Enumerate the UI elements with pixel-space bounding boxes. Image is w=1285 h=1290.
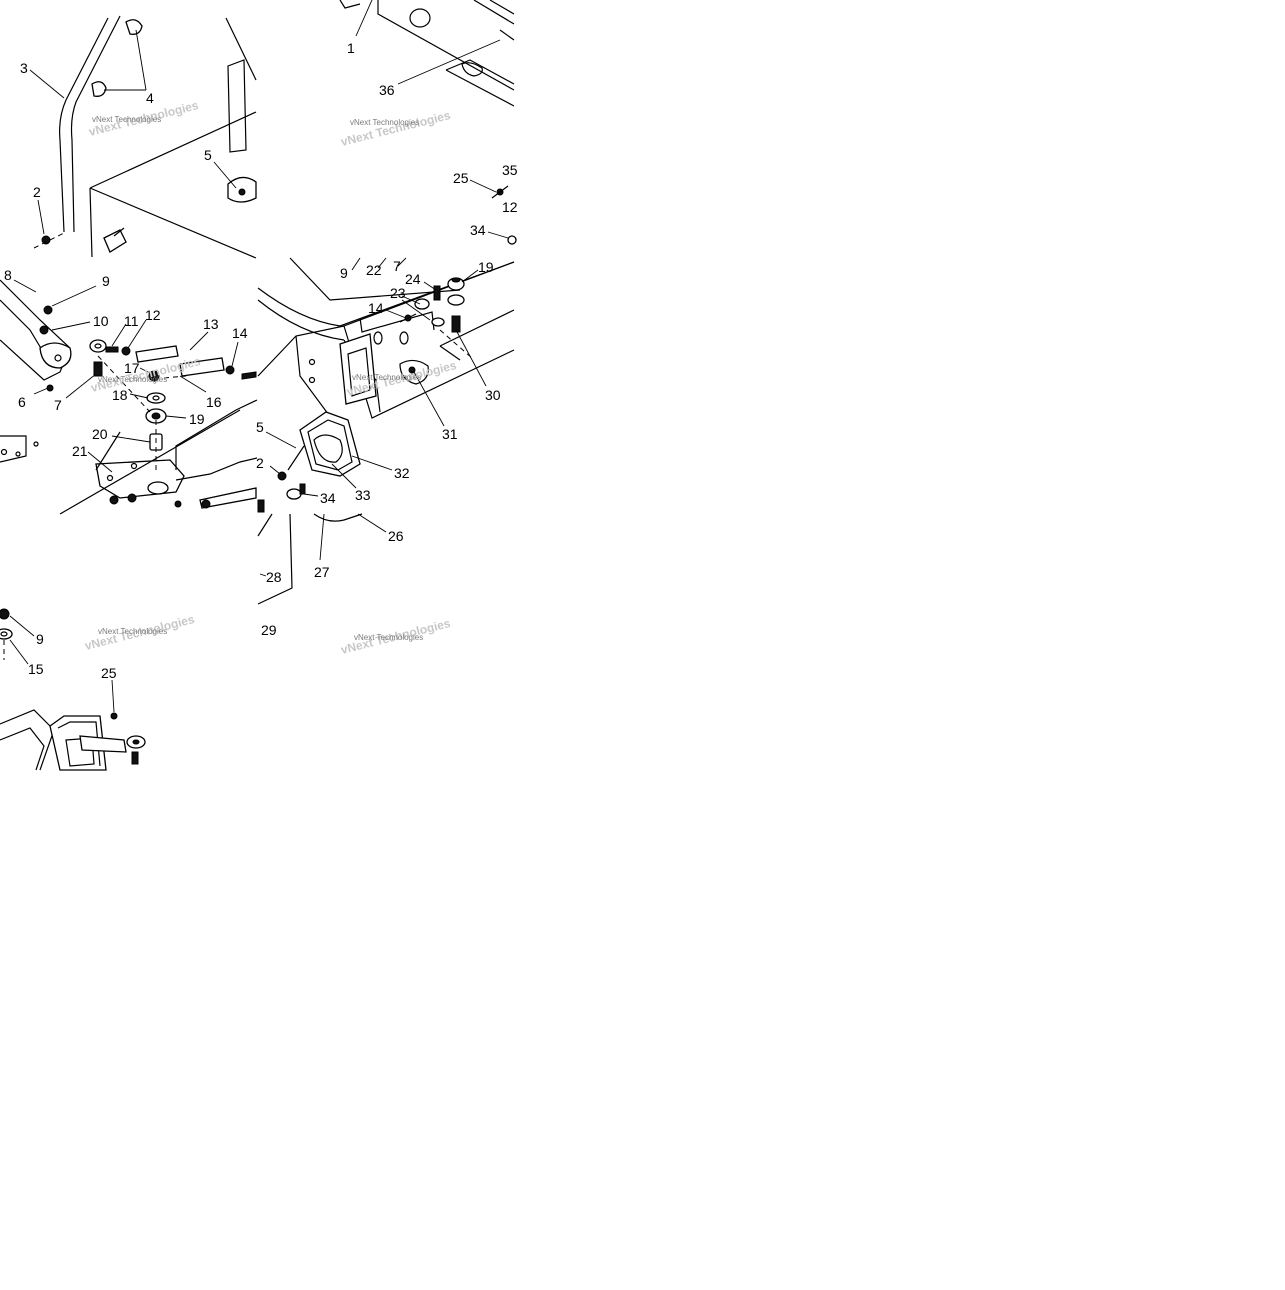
callout-2: 2: [33, 184, 41, 200]
callout-7: 7: [54, 397, 62, 413]
callout-23: 23: [390, 285, 406, 301]
svg-text:vNext Technologies: vNext Technologies: [98, 627, 167, 636]
watermark-bottom-middle: vNext Technologies vNext Technologies: [339, 616, 452, 657]
clamp-part: [125, 19, 143, 35]
svg-text:vNext Technologies: vNext Technologies: [92, 115, 161, 124]
watermark-bottom-left: vNext Technologies vNext Technologies: [83, 612, 196, 653]
callout-26: 26: [388, 528, 404, 544]
callout-27: 27: [314, 564, 330, 580]
callout-21: 21: [72, 443, 88, 459]
callout-20: 20: [92, 426, 108, 442]
panel-top-right: vNext Technologies vNext Technologies 1 …: [339, 0, 518, 245]
callout-30: 30: [485, 387, 501, 403]
svg-text:vNext Technologies: vNext Technologies: [98, 375, 167, 384]
callout-6: 6: [18, 394, 26, 410]
callout-22: 22: [366, 262, 382, 278]
bushing-part: [89, 339, 107, 353]
callout-33: 33: [355, 487, 371, 503]
callout-18: 18: [112, 387, 128, 403]
tube-part: [59, 17, 109, 233]
callout-14: 14: [368, 300, 384, 316]
housing-window: [339, 333, 377, 405]
callout-8: 8: [4, 267, 12, 283]
callout-4: 4: [146, 90, 154, 106]
svg-text:vNext Technologies: vNext Technologies: [352, 373, 421, 382]
callout-11: 11: [124, 313, 139, 329]
callout-25: 25: [101, 665, 117, 681]
watermark-top-right: vNext Technologies vNext Technologies: [339, 108, 452, 149]
callout-29: 29: [261, 622, 277, 638]
callout-7: 7: [393, 258, 401, 274]
callout-9: 9: [340, 265, 348, 281]
bracket-plate: [95, 459, 185, 499]
callout-9: 9: [102, 273, 110, 289]
callout-16: 16: [206, 394, 222, 410]
callout-14: 14: [232, 325, 248, 341]
nut-part: [41, 235, 51, 245]
callout-2: 2: [256, 455, 264, 471]
mount-hole: [409, 8, 431, 28]
rod-part: [135, 345, 179, 363]
panel-middle-left: vNext Technologies vNext Technologies 8 …: [0, 267, 265, 515]
callout-15: 15: [28, 661, 44, 677]
callout-25: 25: [453, 170, 469, 186]
callout-5: 5: [256, 419, 264, 435]
callout-34: 34: [320, 490, 336, 506]
callout-1: 1: [347, 40, 355, 56]
svg-text:vNext Technologies: vNext Technologies: [350, 118, 419, 127]
callout-12: 12: [145, 307, 161, 323]
callout-17: 17: [124, 360, 140, 376]
svg-text:vNext Technologies: vNext Technologies: [354, 633, 423, 642]
watermark-top-left: vNext Technologies vNext Technologies: [87, 98, 200, 139]
callout-34: 34: [470, 222, 486, 238]
callout-19: 19: [478, 259, 494, 275]
gasket-plate: [299, 411, 361, 477]
callout-3: 3: [20, 60, 28, 76]
callout-35: 35: [502, 162, 518, 178]
callout-28: 28: [266, 569, 282, 585]
panel-top-left: vNext Technologies vNext Technologies 3 …: [20, 15, 257, 259]
callout-5: 5: [204, 147, 212, 163]
callout-31: 31: [442, 426, 458, 442]
callout-13: 13: [203, 316, 219, 332]
callout-36: 36: [379, 82, 395, 98]
callout-19: 19: [189, 411, 205, 427]
callout-32: 32: [394, 465, 410, 481]
callout-24: 24: [405, 271, 421, 287]
panel-bottom-left: vNext Technologies vNext Technologies vN…: [0, 608, 452, 771]
svg-text:vNext Technologies: vNext Technologies: [339, 108, 452, 149]
callout-12: 12: [502, 199, 518, 215]
callout-9: 9: [36, 631, 44, 647]
panel-middle-right: vNext Technologies vNext Technologies 9 …: [256, 257, 515, 638]
callout-10: 10: [93, 313, 109, 329]
